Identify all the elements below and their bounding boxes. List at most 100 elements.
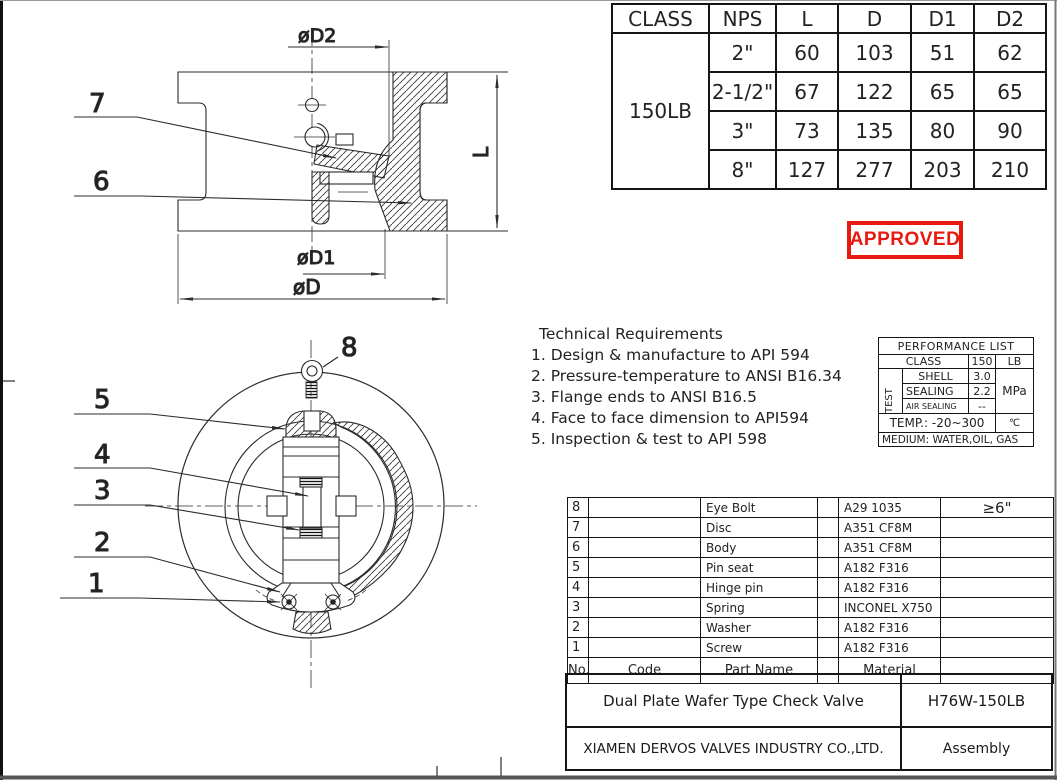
balloon-4: 4: [74, 439, 310, 497]
bottom-tongue-section: [292, 611, 332, 635]
dim-D2-label: øD2: [298, 25, 336, 47]
balloon-8-label: 8: [341, 333, 358, 363]
col-nps: NPS: [708, 3, 777, 34]
cell: 203: [910, 149, 975, 190]
dim-D2: øD2: [288, 24, 390, 158]
table-row: 1 Screw A182 F316: [567, 637, 1054, 658]
dim-L-label: L: [469, 146, 493, 158]
hinge-pin-boss-left: [266, 495, 288, 517]
technical-requirements-title: Technical Requirements: [539, 325, 723, 343]
cell: 3": [708, 110, 777, 151]
company-name: XIAMEN DERVOS VALVES INDUSTRY CO.,LTD.: [565, 726, 902, 771]
col-class: CLASS: [611, 3, 710, 34]
col-d1: D1: [910, 3, 975, 34]
requirement-item: 5. Inspection & test to API 598: [531, 430, 767, 448]
balloon-7: 7: [74, 88, 338, 159]
part-no: 5: [567, 557, 589, 578]
balloon-5-label: 5: [94, 385, 111, 415]
part-material: A29 1035: [838, 497, 941, 518]
table-row: 2 Washer A182 F316: [567, 617, 1054, 638]
table-row: 3" 73 135 80 90: [612, 110, 1047, 151]
class-value: 150: [968, 354, 996, 369]
product-name: Dual Plate Wafer Type Check Valve: [565, 673, 902, 728]
balloon-1-label: 1: [88, 569, 105, 599]
cell: 8": [708, 149, 777, 190]
test-row-label: SEALING: [902, 383, 969, 399]
cell: 127: [775, 149, 839, 190]
balloon-2-label: 2: [94, 528, 111, 558]
part-material: A182 F316: [838, 617, 941, 638]
cell: 62: [973, 32, 1047, 73]
part-name: Hinge pin: [700, 577, 818, 598]
performance-list-title: PERFORMANCE LIST: [877, 337, 1035, 355]
dim-L: L: [468, 73, 499, 230]
balloon-1: 1: [60, 568, 282, 604]
cell: 60: [775, 32, 839, 73]
table-row: 150LB 2" 60 103 51 62: [611, 32, 1047, 190]
part-name: Washer: [700, 617, 818, 638]
screw-right: [324, 593, 342, 611]
test-row-label: AIR SEALING: [902, 398, 969, 414]
top-boss-notch: [303, 410, 321, 432]
table-row: 2-1/2" 67 122 65 65: [612, 71, 1047, 112]
cell: 277: [837, 149, 912, 190]
hinge-assembly: [282, 436, 340, 584]
balloon-3: 3: [74, 475, 301, 531]
spring-upper: [299, 476, 323, 488]
cell: 135: [837, 110, 912, 151]
bottom-boss: [266, 582, 356, 613]
requirement-item: 4. Face to face dimension to API594: [531, 409, 809, 427]
part-no: 3: [567, 597, 589, 618]
balloon-6-label: 6: [93, 167, 110, 197]
part-no: 7: [567, 517, 589, 538]
drawing-type: Assembly: [900, 726, 1053, 771]
balloon-5: 5: [74, 384, 287, 430]
part-material: A182 F316: [838, 637, 941, 658]
table-row: 8 Eye Bolt A29 1035 ≥6": [567, 497, 1054, 518]
spring-lower: [299, 527, 323, 539]
part-name: Disc: [700, 517, 818, 538]
part-name: Eye Bolt: [700, 497, 818, 518]
dim-D: øD: [177, 234, 448, 304]
part-no: 4: [567, 577, 589, 598]
cell: 65: [973, 71, 1047, 112]
screw-left: [280, 593, 298, 611]
requirement-item: 1. Design & manufacture to API 594: [531, 346, 810, 364]
part-material: A182 F316: [838, 557, 941, 578]
balloon-7-label: 7: [89, 89, 106, 119]
table-row: 8" 127 277 203 210: [612, 149, 1047, 190]
part-name: Pin seat: [700, 557, 818, 578]
cell: 90: [973, 110, 1047, 151]
balloon-6: 6: [74, 166, 413, 205]
test-row-value: --: [968, 398, 996, 414]
body-ring-section: [332, 421, 414, 600]
front-view: 8 5 4 3 2: [60, 332, 477, 688]
cell: 67: [775, 71, 839, 112]
test-row-label: SHELL: [902, 368, 969, 384]
part-name: Body: [700, 537, 818, 558]
part-material: INCONEL X750: [838, 597, 941, 618]
cell: 80: [910, 110, 975, 151]
temp-range: TEMP.: -20~300: [878, 413, 996, 433]
test-row-value: 2.2: [968, 383, 996, 399]
balloon-2: 2: [74, 527, 282, 593]
approved-stamp: APPROVED: [847, 221, 963, 259]
table-row: 3 Spring INCONEL X750: [567, 597, 1054, 618]
requirement-item: 2. Pressure-temperature to ANSI B16.34: [531, 367, 842, 385]
col-d: D: [837, 3, 912, 34]
disc-section: [313, 144, 390, 179]
dimension-table: CLASS NPS L D D1 D2 150LB 2" 60 103 51 6…: [611, 3, 1047, 190]
cell: 51: [910, 32, 975, 73]
header-material: Material: [838, 657, 941, 684]
class-label: CLASS: [878, 354, 969, 369]
part-code: [588, 497, 701, 518]
dim-D1: øD1: [296, 229, 386, 279]
cell: 122: [837, 71, 912, 112]
approved-stamp-label: APPROVED: [849, 229, 961, 250]
medium: MEDIUM: WATER,OIL, GAS: [877, 432, 1035, 447]
cell: 210: [973, 149, 1047, 190]
class-value: 150LB: [611, 32, 710, 190]
side-section-view: øD2 øD1 øD L 7: [74, 24, 508, 304]
